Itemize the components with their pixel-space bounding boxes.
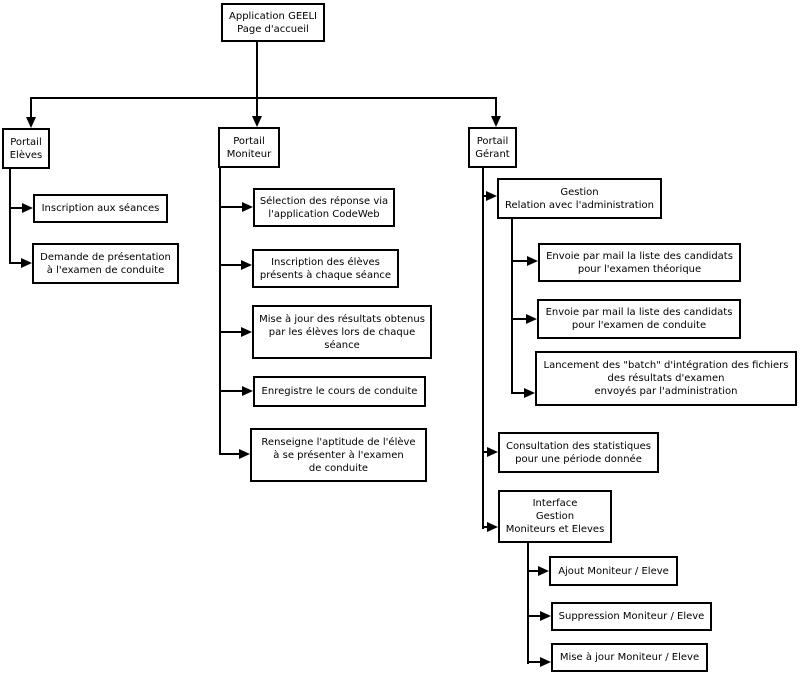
connector-line <box>9 207 23 209</box>
connector-root-stem <box>256 42 258 98</box>
arrow-right-icon <box>241 327 252 337</box>
connector-gerant-trunk <box>482 168 484 529</box>
arrow-right-icon <box>242 386 253 396</box>
arrow-right-icon <box>524 388 535 398</box>
node-gestion-relation-administration: Gestion Relation avec l'administration <box>497 178 662 219</box>
connector-line <box>511 392 525 394</box>
connector-line <box>482 451 488 453</box>
node-renseigne-aptitude: Renseigne l'aptitude de l'élève à se pré… <box>250 428 427 482</box>
arrow-right-icon <box>538 566 549 576</box>
connector-line <box>527 570 539 572</box>
connector-branch-eleves <box>30 97 32 117</box>
arrow-right-icon <box>526 314 537 324</box>
connector-gestion-subtrunk <box>511 219 513 394</box>
connector-line <box>511 260 528 262</box>
connector-eleves-trunk <box>9 169 11 264</box>
connector-line <box>482 195 487 197</box>
node-selection-reponse-codeweb: Sélection des réponse via l'application … <box>253 188 395 227</box>
connector-line <box>527 615 541 617</box>
connector-interface-subtrunk <box>527 543 529 664</box>
node-demande-presentation: Demande de présentation à l'examen de co… <box>32 243 179 284</box>
node-envoie-mail-examen-conduite: Envoie par mail la liste des candidats p… <box>537 299 741 339</box>
arrow-right-icon <box>527 256 538 266</box>
arrow-down-icon <box>26 117 36 128</box>
node-envoie-mail-examen-theorique: Envoie par mail la liste des candidats p… <box>538 243 741 282</box>
arrow-right-icon <box>241 260 252 270</box>
node-mise-a-jour-moniteur-eleve: Mise à jour Moniteur / Eleve <box>551 643 708 672</box>
arrow-right-icon <box>540 657 551 667</box>
connector-line <box>482 526 488 528</box>
arrow-right-icon <box>22 203 33 213</box>
node-inscription-seances: Inscription aux séances <box>33 194 168 223</box>
node-portail-eleves: Portail Elèves <box>2 128 50 169</box>
arrow-right-icon <box>242 202 253 212</box>
node-consultation-statistiques: Consultation des statistiques pour une p… <box>498 432 659 473</box>
node-enregistre-cours-conduite: Enregistre le cours de conduite <box>253 376 426 407</box>
connector-line <box>9 262 22 264</box>
node-lancement-batch-integration: Lancement des "batch" d'intégration des … <box>535 351 797 406</box>
arrow-right-icon <box>487 447 498 457</box>
connector-branch-gerant <box>495 97 497 116</box>
connector-line <box>219 206 243 208</box>
connector-branch-moniteur <box>256 97 258 117</box>
arrow-down-icon <box>252 116 262 127</box>
connector-top-bar <box>30 97 497 99</box>
arrow-right-icon <box>487 522 498 532</box>
node-interface-gestion-moniteurs-eleves: Interface Gestion Moniteurs et Eleves <box>498 490 612 543</box>
arrow-right-icon <box>21 258 32 268</box>
node-suppression-moniteur-eleve: Suppression Moniteur / Eleve <box>551 602 712 631</box>
arrow-down-icon <box>491 116 501 127</box>
arrow-right-icon <box>486 191 497 201</box>
arrow-right-icon <box>540 611 551 621</box>
node-inscription-eleves-seance: Inscription des élèves présents à chaque… <box>252 249 399 288</box>
connector-line <box>219 264 242 266</box>
connector-moniteur-trunk <box>219 168 221 455</box>
node-portail-gerant: Portail Gérant <box>468 127 517 168</box>
node-portail-moniteur: Portail Moniteur <box>218 127 280 168</box>
node-mise-a-jour-resultats: Mise à jour des résultats obtenus par le… <box>252 305 432 359</box>
connector-line <box>219 453 240 455</box>
connector-line <box>527 661 541 663</box>
node-ajout-moniteur-eleve: Ajout Moniteur / Eleve <box>549 556 678 586</box>
connector-line <box>511 318 527 320</box>
arrow-right-icon <box>239 449 250 459</box>
connector-line <box>219 390 243 392</box>
node-application-geeli: Application GEELI Page d'accueil <box>221 3 325 42</box>
connector-line <box>219 331 242 333</box>
